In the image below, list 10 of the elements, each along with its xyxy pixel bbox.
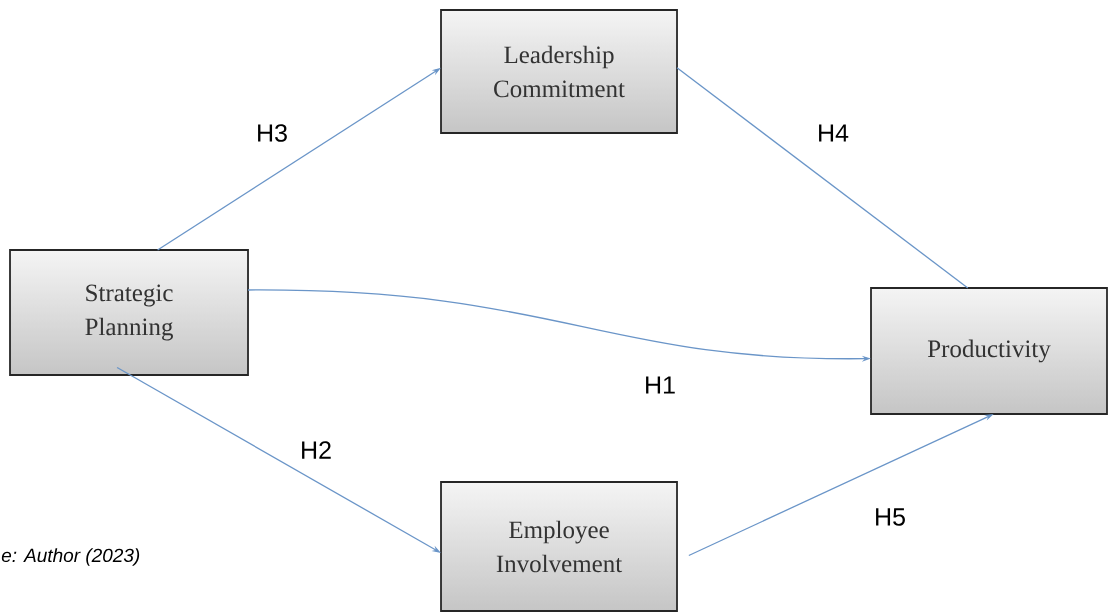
edge-label: H1 xyxy=(643,375,677,395)
concept-box: Strategic Planning xyxy=(9,249,249,376)
edge-label: H4 xyxy=(816,123,850,143)
concept-box: Employee Involvement xyxy=(440,481,678,612)
caption: e: Author (2023) xyxy=(1,548,140,566)
edge-label: H2 xyxy=(299,440,333,460)
concept-box: Leadership Commitment xyxy=(440,9,678,134)
edge-label: H3 xyxy=(255,123,289,143)
concept-box: Productivity xyxy=(870,287,1108,415)
edge-label: H5 xyxy=(873,507,907,527)
